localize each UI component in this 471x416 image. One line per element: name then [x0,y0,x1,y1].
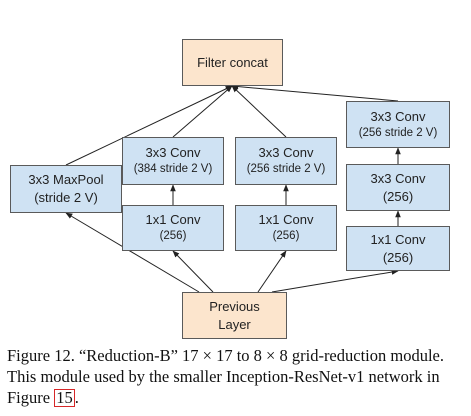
arrow-prev-to-b3-1x1 [271,269,399,293]
branch1-conv1x1-title: 1x1 Conv [145,212,201,228]
arrow-b1-3x3-to-concat [172,85,233,138]
caption-line-2: This module used by the smaller Inceptio… [7,367,440,386]
branch3-conv3x3a-box: 3x3 Conv (256) [346,164,450,211]
reduction-b-diagram: Filter concat 3x3 MaxPool (stride 2 V) 3… [10,39,450,339]
maxpool-detail: (stride 2 V) [34,190,98,205]
branch2-conv3x3-detail: (256 stride 2 V) [246,163,326,176]
arrow-b2-3x3-to-concat [231,85,287,138]
arrow-layer [65,83,401,293]
arrow-b3-3x3b-to-concat [231,83,399,102]
maxpool-box: 3x3 MaxPool (stride 2 V) [10,165,122,213]
branch3-conv3x3a-title: 3x3 Conv [370,170,426,186]
branch3-conv3x3b-box: 3x3 Conv (256 stride 2 V) [346,101,450,148]
filter-concat-box: Filter concat [182,39,283,86]
caption-line-3: Figure 15. [7,387,467,408]
arrow-maxpool-to-concat [65,85,233,166]
branch1-conv1x1-detail: (256) [159,230,187,243]
branch3-conv3x3a-detail: (256) [382,188,414,204]
previous-layer-box: Previous Layer [182,292,287,339]
branch2-conv1x1-detail: (256) [272,230,300,243]
caption-line-3-suffix: . [74,388,79,407]
filter-concat-label: Filter concat [197,54,268,70]
branch3-conv3x3b-title: 3x3 Conv [370,108,426,124]
figure-15-link[interactable]: 15 [54,388,75,407]
arrow-prev-to-b1-1x1 [172,250,214,293]
caption-line-3-prefix: Figure [7,388,55,407]
previous-layer-line1: Previous [209,298,260,314]
branch1-conv3x3-detail: (384 stride 2 V) [133,163,213,176]
previous-layer-line2: Layer [218,316,251,332]
maxpool-title: 3x3 MaxPool [28,172,104,188]
branch2-conv1x1-title: 1x1 Conv [258,212,314,228]
branch3-conv1x1-title: 1x1 Conv [370,231,426,247]
branch2-conv1x1-box: 1x1 Conv (256) [235,205,337,251]
branch2-conv3x3-title: 3x3 Conv [258,145,314,161]
branch3-conv1x1-detail: (256) [382,249,414,265]
branch1-conv3x3-box: 3x3 Conv (384 stride 2 V) [122,137,224,185]
branch3-conv1x1-box: 1x1 Conv (256) [346,226,450,271]
branch1-conv1x1-box: 1x1 Conv (256) [122,205,224,251]
arrow-prev-to-b2-1x1 [257,250,287,293]
arrow-prev-to-maxpool [65,212,200,293]
branch1-conv3x3-title: 3x3 Conv [145,145,201,161]
branch2-conv3x3-box: 3x3 Conv (256 stride 2 V) [235,137,337,185]
branch3-conv3x3b-detail: (256 stride 2 V) [358,126,438,139]
figure-caption: Figure 12. “Reduction-B” 17 × 17 to 8 × … [7,345,467,408]
caption-line-1: Figure 12. “Reduction-B” 17 × 17 to 8 × … [7,346,444,365]
